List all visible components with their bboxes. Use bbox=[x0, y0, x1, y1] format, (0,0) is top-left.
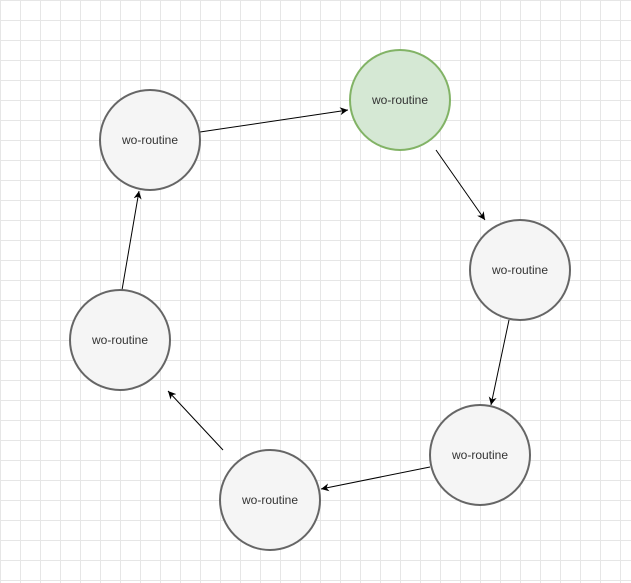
node-label: wo-routine bbox=[121, 133, 178, 147]
edge-n2-n3[interactable] bbox=[435, 149, 486, 221]
node-wo-routine[interactable]: wo-routine bbox=[219, 449, 321, 551]
node-label: wo-routine bbox=[451, 448, 508, 462]
edge-n5-n6[interactable] bbox=[167, 390, 224, 451]
nodes: wo-routine wo-routine wo-routine wo-rout… bbox=[69, 49, 571, 551]
node-wo-routine[interactable]: wo-routine bbox=[69, 289, 171, 391]
edges bbox=[121, 107, 510, 492]
node-wo-routine[interactable]: wo-routine bbox=[99, 89, 201, 191]
node-label: wo-routine bbox=[91, 333, 148, 347]
node-label: wo-routine bbox=[491, 263, 548, 277]
edge-n6-n1[interactable] bbox=[121, 190, 142, 291]
edge-n1-n2[interactable] bbox=[199, 107, 349, 133]
node-label: wo-routine bbox=[241, 493, 298, 507]
edge-n3-n4[interactable] bbox=[488, 319, 510, 406]
node-wo-routine[interactable]: wo-routine bbox=[429, 404, 531, 506]
node-label: wo-routine bbox=[371, 93, 428, 107]
node-wo-routine[interactable]: wo-routine bbox=[469, 219, 571, 321]
node-wo-routine-highlighted[interactable]: wo-routine bbox=[349, 49, 451, 151]
edge-n4-n5[interactable] bbox=[320, 466, 431, 492]
